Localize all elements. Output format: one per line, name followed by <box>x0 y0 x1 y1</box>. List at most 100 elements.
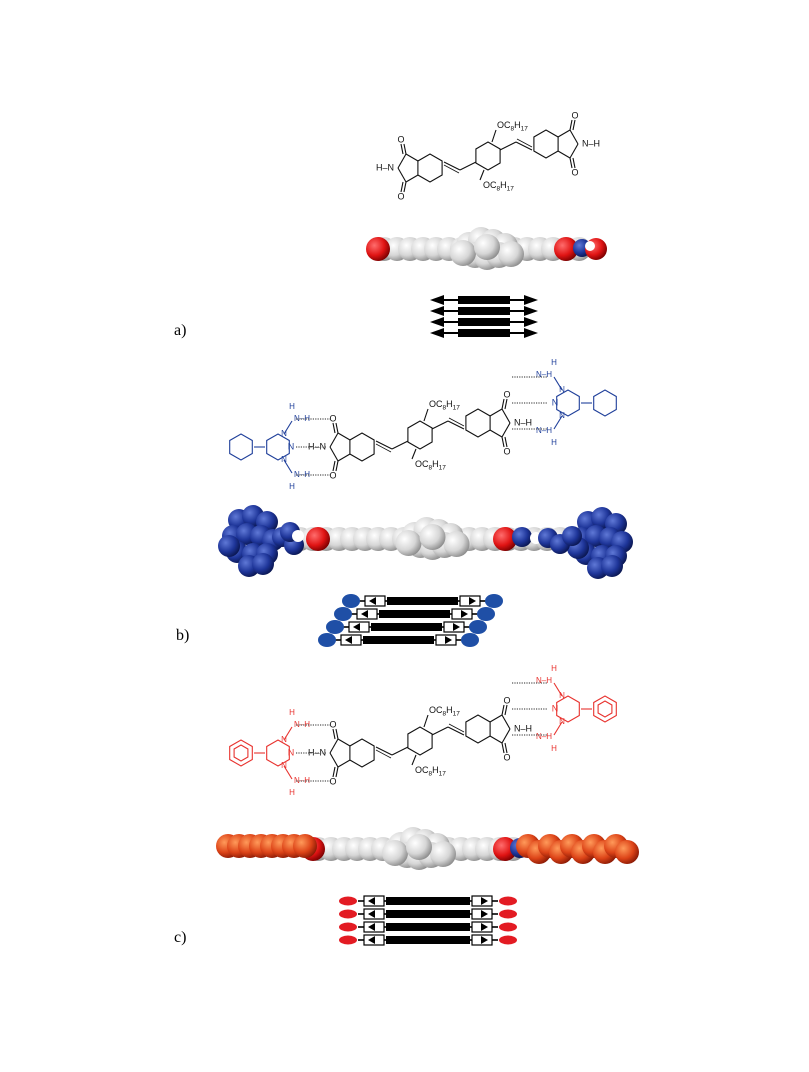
oxygen-label: O <box>503 446 510 456</box>
alkyl-atom <box>450 240 476 266</box>
bond <box>569 119 573 131</box>
bond <box>489 408 503 417</box>
bond <box>283 765 293 780</box>
blue-bead <box>477 607 495 621</box>
benzo-ring <box>349 738 375 768</box>
alkoxy-top-label: OC8H17 <box>429 705 460 717</box>
bond <box>375 746 393 756</box>
right-arrowhead <box>524 317 538 327</box>
bond <box>516 138 533 148</box>
bond <box>411 448 417 460</box>
bond <box>491 129 497 143</box>
bond <box>569 143 579 159</box>
amine-label: N–H <box>294 776 310 785</box>
oxygen-label: O <box>329 776 336 786</box>
oxygen-atom <box>493 527 517 551</box>
oxygen-atom <box>366 237 390 261</box>
bond <box>283 420 293 435</box>
red-bead <box>499 922 517 932</box>
bond <box>569 157 573 169</box>
alkyl-atom <box>474 234 500 260</box>
left-arrowhead <box>368 910 375 918</box>
alkyl-atom <box>430 841 456 867</box>
central-ring <box>407 726 433 756</box>
bond <box>501 742 505 754</box>
benzo-ring <box>465 714 491 744</box>
bond <box>499 141 517 151</box>
panel-label-a: a) <box>174 322 187 339</box>
triazine-atom <box>562 526 582 546</box>
bond <box>431 420 449 430</box>
red-bead <box>499 935 517 945</box>
bond <box>448 417 465 427</box>
bond <box>447 726 465 736</box>
alkyl-atom <box>382 840 408 866</box>
panel-label-c: c) <box>174 929 187 946</box>
bond <box>283 726 293 741</box>
red-bead <box>339 935 357 945</box>
bond <box>557 150 571 159</box>
central-ring <box>407 420 433 450</box>
amine-label: N–H <box>294 720 310 729</box>
stack-cartoon-layer <box>318 295 538 946</box>
left-arrowhead <box>430 295 444 305</box>
bond <box>448 723 465 733</box>
phenyl-inner-ring <box>597 700 613 718</box>
triazine-n-label: N <box>559 411 565 420</box>
rod-core <box>386 897 470 905</box>
bond <box>337 759 351 768</box>
rod-core <box>386 923 470 931</box>
bond <box>447 420 465 430</box>
right-arrowhead <box>481 910 488 918</box>
hydrogen-atom <box>292 530 304 542</box>
amine-h-label: H <box>551 358 557 367</box>
amine-h-label: H <box>551 438 557 447</box>
amine-label: N–H <box>536 370 552 379</box>
alkyl-atom <box>498 241 524 267</box>
bond <box>335 460 339 472</box>
imide-nh-label: N–H <box>514 723 532 733</box>
amine-h-label: H <box>551 744 557 753</box>
imide-nh-label: N–H <box>514 417 532 427</box>
benzo-ring <box>417 153 443 183</box>
bond <box>501 422 511 438</box>
triazine-n-label: N <box>552 703 559 713</box>
left-arrowhead <box>430 328 444 338</box>
bond <box>553 682 563 697</box>
triazine-ring <box>556 389 580 417</box>
alkyl-atom <box>406 834 432 860</box>
amine-h-label: H <box>289 788 295 797</box>
alkoxy-bottom-label: OC8H17 <box>483 180 514 192</box>
phenyl-triazine-atom <box>615 840 639 864</box>
rod-core <box>379 610 450 618</box>
oxygen-label: O <box>397 134 404 144</box>
bond <box>332 728 336 740</box>
triazine-n-label: N <box>288 747 295 757</box>
bond <box>400 181 404 193</box>
bond <box>400 143 404 155</box>
amine-label: N–H <box>294 470 310 479</box>
bond <box>443 161 461 171</box>
amine-label: N–H <box>294 414 310 423</box>
triazine-n-label: N <box>552 397 559 407</box>
red-bead <box>339 922 357 932</box>
bond <box>283 459 293 474</box>
bond <box>405 174 419 183</box>
oxygen-atom <box>554 237 578 261</box>
oxygen-label: O <box>329 470 336 480</box>
bond <box>504 398 508 410</box>
oxygen-label: O <box>329 413 336 423</box>
bond <box>479 169 485 181</box>
cyclohexyl-ring <box>593 389 617 417</box>
left-arrowhead <box>368 923 375 931</box>
triazine-n-label: N <box>281 761 287 770</box>
bond <box>553 415 563 430</box>
oxygen-label: O <box>329 719 336 729</box>
bond <box>335 422 339 434</box>
bond <box>332 422 336 434</box>
triazine-n-label: N <box>559 717 565 726</box>
phenyl-triazine-atom <box>293 834 317 858</box>
oxygen-atom <box>306 527 330 551</box>
